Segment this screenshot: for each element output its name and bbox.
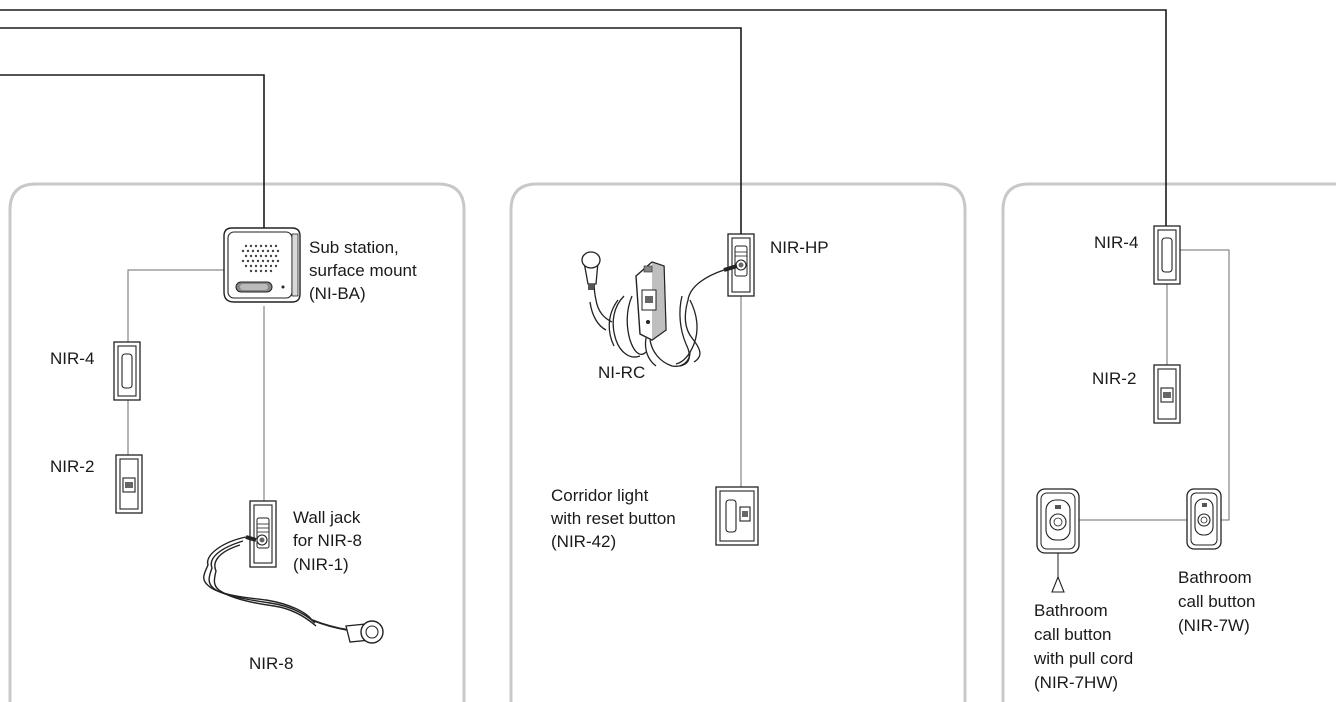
nir2-device bbox=[1153, 364, 1181, 424]
nir2-device bbox=[115, 454, 143, 514]
nir4-device bbox=[113, 341, 141, 401]
bath-button-label-2: call button bbox=[1178, 592, 1256, 611]
bath-button-label-3: (NIR-7W) bbox=[1178, 616, 1250, 635]
trunk-wire-room-1 bbox=[0, 74, 265, 228]
room-3-frame bbox=[1001, 182, 1336, 702]
corridor-label-3: (NIR-42) bbox=[551, 532, 616, 551]
ni-rc-device bbox=[581, 251, 738, 367]
room-2: NIR-HP bbox=[550, 233, 829, 551]
room-2-frame bbox=[509, 182, 967, 702]
bath-cord-label-4: (NIR-7HW) bbox=[1034, 673, 1118, 692]
wall-jack-label-3: (NIR-1) bbox=[293, 555, 349, 574]
nir4-label: NIR-4 bbox=[50, 349, 94, 368]
corridor-label-1: Corridor light bbox=[551, 486, 649, 505]
nir8-label: NIR-8 bbox=[249, 654, 293, 673]
bath-button-device bbox=[1186, 488, 1222, 550]
ni-rc-label: NI-RC bbox=[598, 363, 645, 382]
sub-station-label-1: Sub station, bbox=[309, 238, 399, 257]
nir2-label: NIR-2 bbox=[50, 457, 94, 476]
nir8-cord-device bbox=[203, 535, 384, 644]
bath-cord-label-3: with pull cord bbox=[1033, 649, 1133, 668]
sub-station-device bbox=[223, 227, 301, 303]
nir2-label: NIR-2 bbox=[1092, 369, 1136, 388]
wall-jack-label-2: for NIR-8 bbox=[293, 531, 362, 550]
bath-button-label-1: Bathroom bbox=[1178, 568, 1252, 587]
wire-nir4-loop bbox=[1180, 249, 1230, 521]
trunk-wire-room-2 bbox=[0, 27, 742, 234]
nir-hp-device bbox=[727, 233, 755, 297]
wall-jack-label-1: Wall jack bbox=[293, 508, 361, 527]
bath-cord-device bbox=[1036, 488, 1080, 593]
sub-station-label-3: (NI-BA) bbox=[309, 284, 366, 303]
wire-substation-nir4 bbox=[127, 269, 226, 342]
pull-cord-handle-icon bbox=[1051, 575, 1065, 593]
nir4-device bbox=[1153, 225, 1181, 285]
nir-hp-label: NIR-HP bbox=[770, 238, 829, 257]
nir4-label: NIR-4 bbox=[1094, 233, 1138, 252]
room-3: NIR-4 NIR-2 Bathroom call button with pu… bbox=[1033, 225, 1256, 692]
bath-cord-label-1: Bathroom bbox=[1034, 601, 1108, 620]
trunk-wire-room-3 bbox=[0, 9, 1167, 226]
bath-cord-label-2: call button bbox=[1034, 625, 1112, 644]
room-1-frame bbox=[8, 182, 466, 702]
corridor-light-device bbox=[715, 486, 759, 546]
speaker-grille-icon bbox=[241, 244, 280, 273]
wall-jack-device bbox=[249, 500, 277, 568]
sub-station-label-2: surface mount bbox=[309, 261, 417, 280]
corridor-label-2: with reset button bbox=[550, 509, 676, 528]
room-1: Sub station, surface mount (NI-BA) NIR-4… bbox=[50, 227, 417, 673]
